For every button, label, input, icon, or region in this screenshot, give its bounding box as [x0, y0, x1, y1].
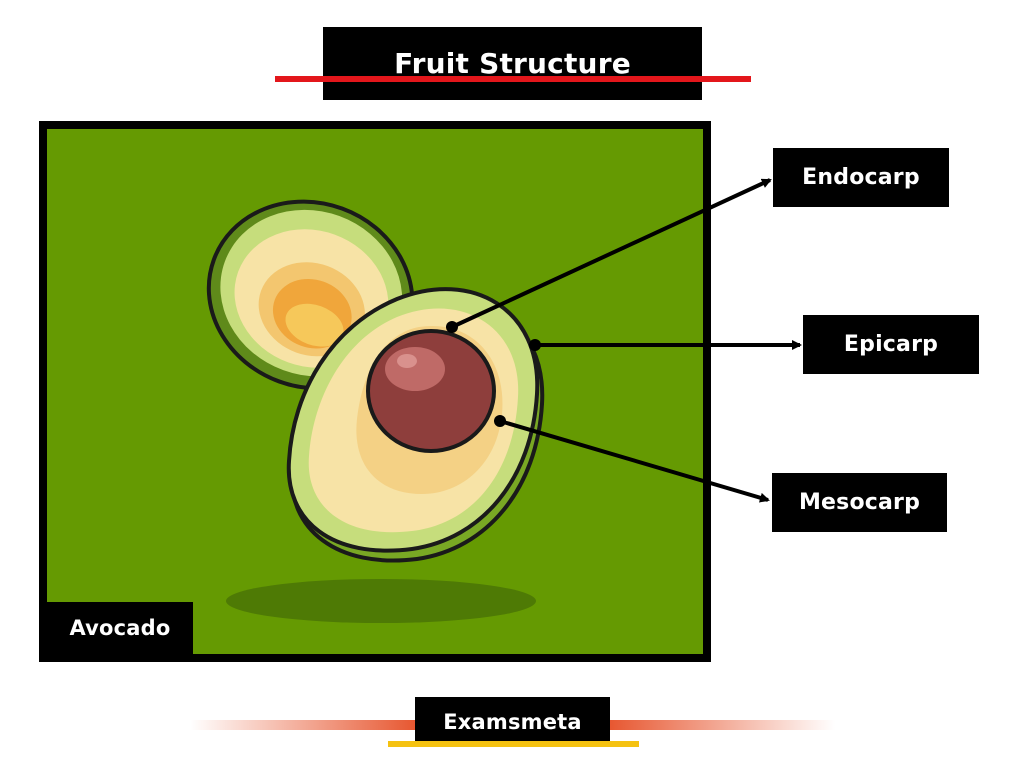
- avocado-front-half: [286, 287, 545, 563]
- label-endocarp: Endocarp: [773, 148, 949, 207]
- footer-glow-right: [600, 720, 835, 730]
- avocado-seed: [366, 329, 496, 453]
- page-title: Fruit Structure: [323, 27, 702, 100]
- label-mesocarp: Mesocarp: [772, 473, 947, 532]
- avocado-illustration-panel: Avocado: [39, 121, 711, 662]
- footer-underline: [388, 741, 639, 747]
- label-epicarp: Epicarp: [803, 315, 979, 374]
- footer-glow-left: [190, 720, 425, 730]
- footer-brand: Examsmeta: [415, 697, 610, 747]
- title-underline: [275, 76, 751, 82]
- fruit-name-tag: Avocado: [47, 602, 193, 654]
- avocado-illustration: [206, 199, 545, 623]
- avocado-shadow: [226, 579, 536, 623]
